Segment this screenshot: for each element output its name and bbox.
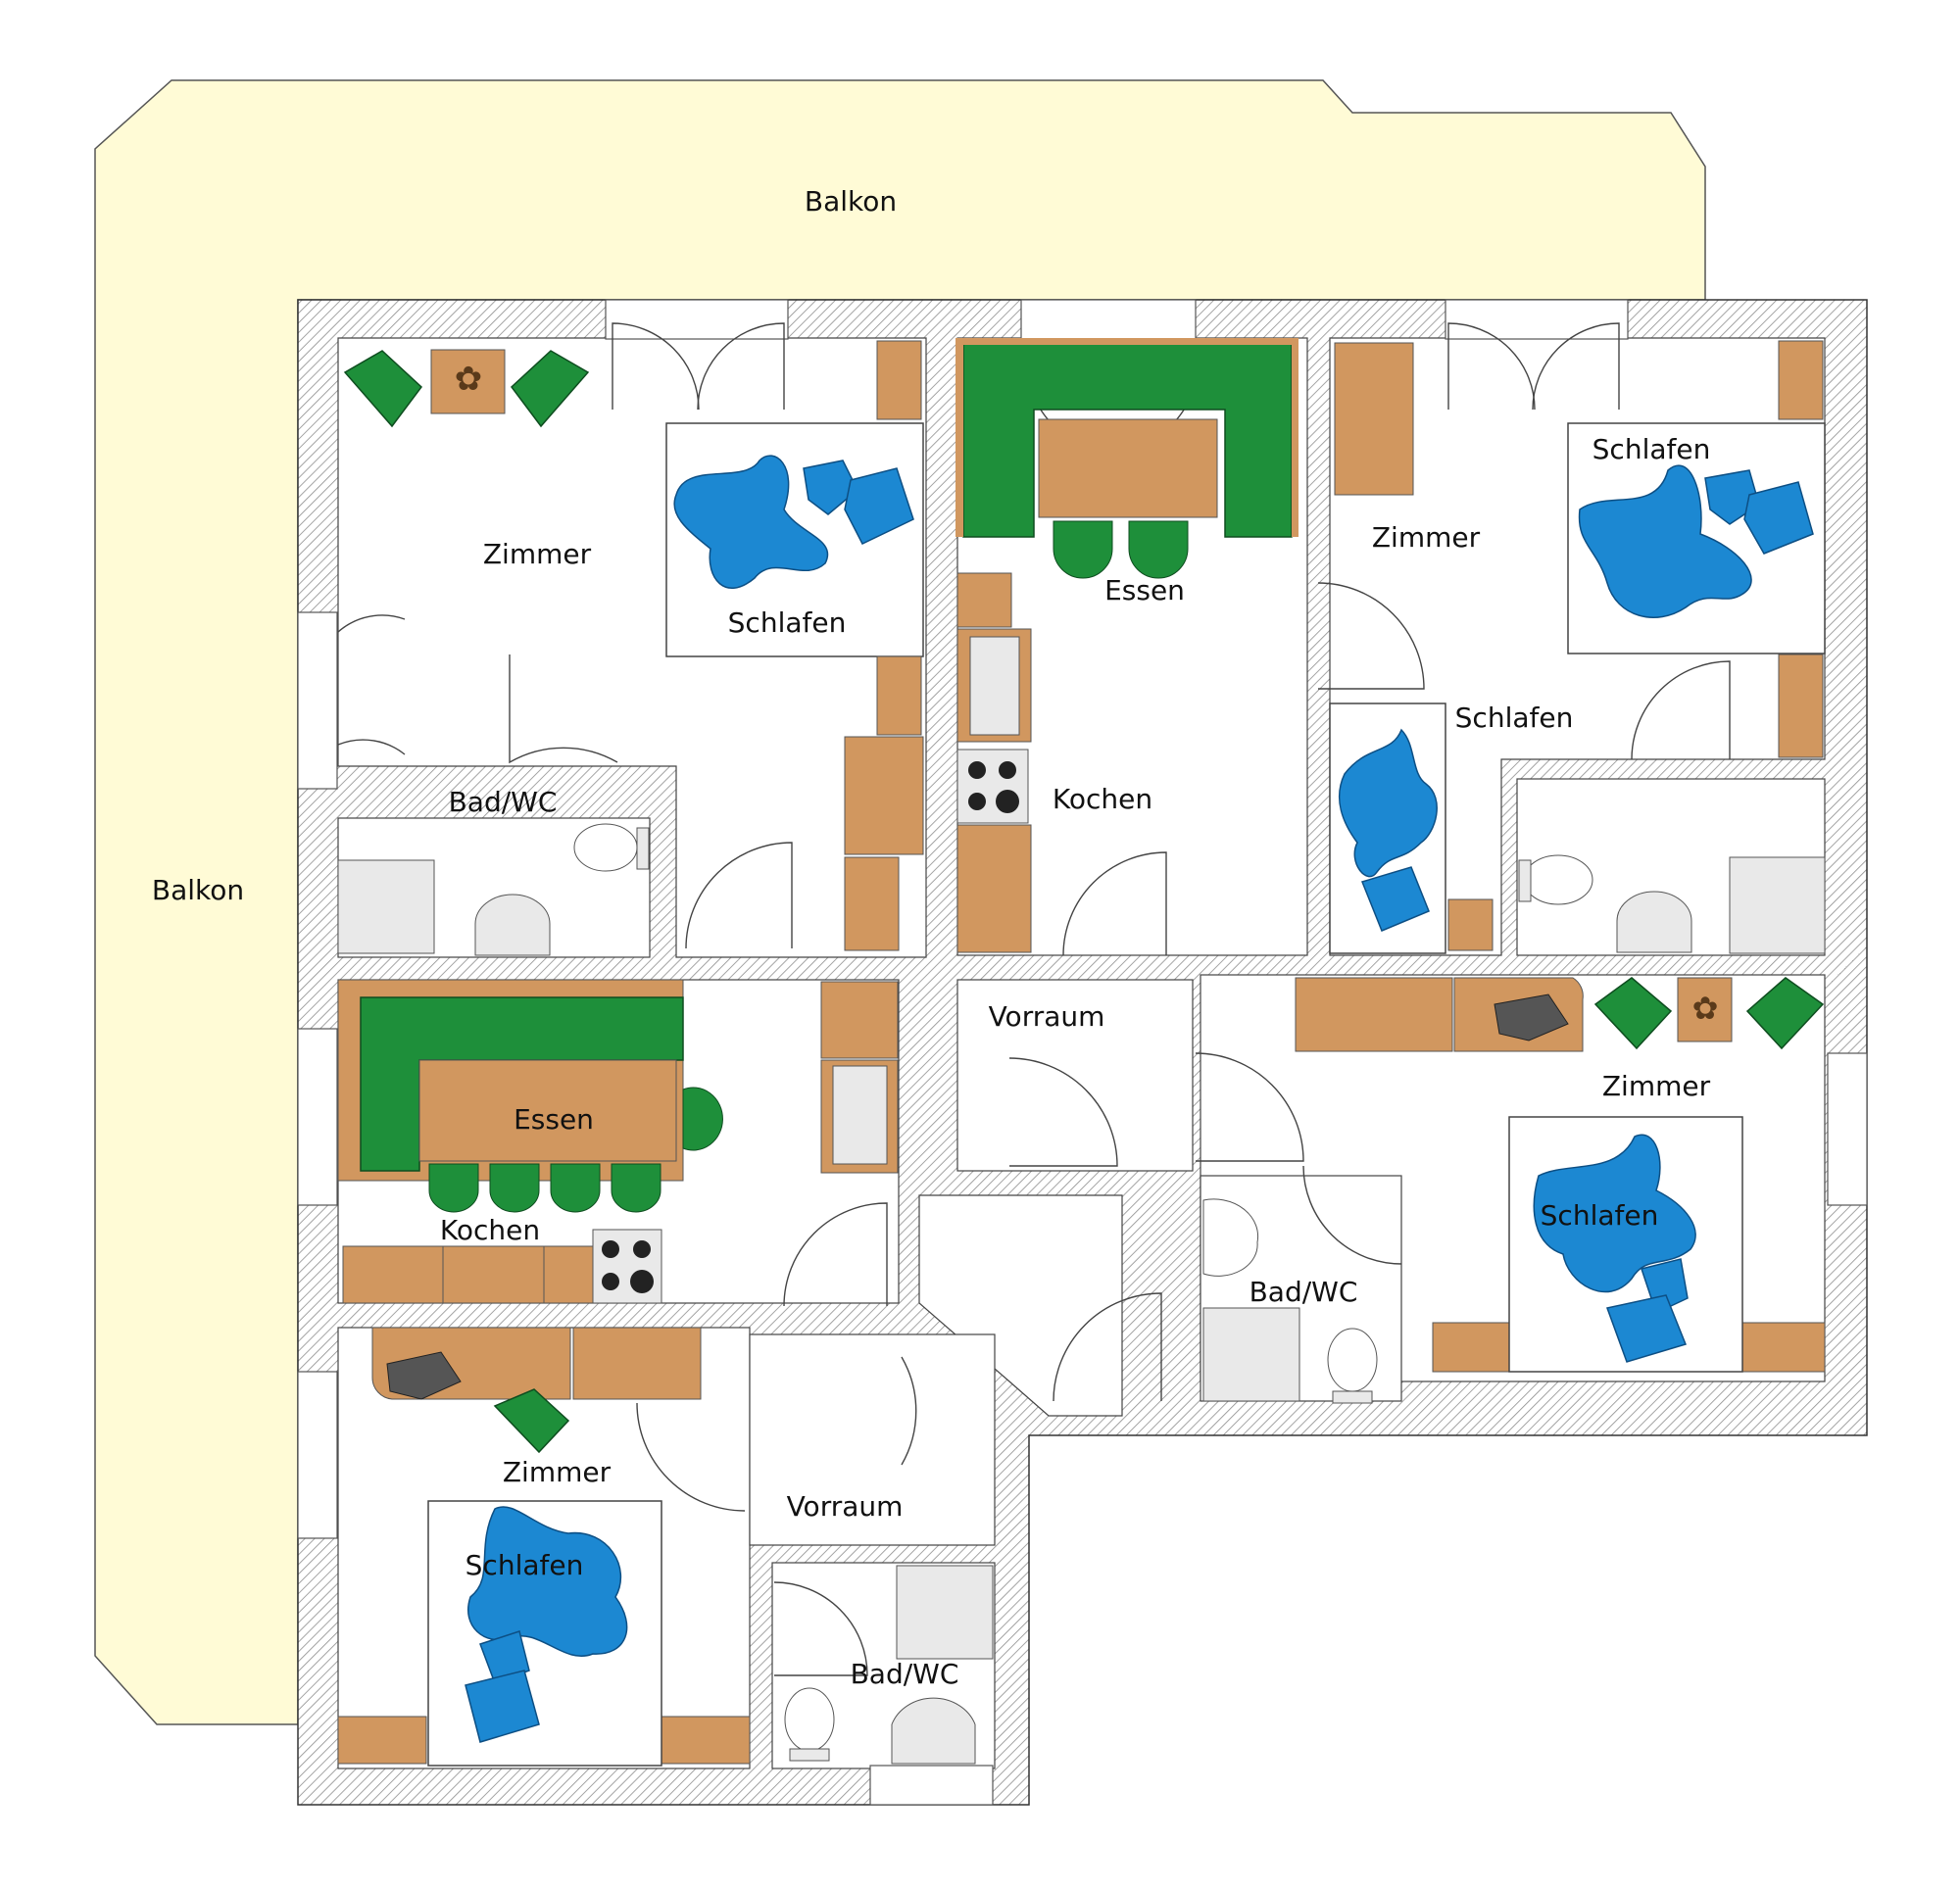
label-w-kochen: Kochen <box>440 1214 540 1246</box>
nw-zimmer-furniture: ✿ <box>343 340 924 951</box>
ne-zimmer-furniture <box>1329 340 1826 954</box>
label-e-zimmer: Zimmer <box>1602 1070 1711 1102</box>
sw-zimmer-furniture <box>337 1327 751 1767</box>
label-nc-kochen: Kochen <box>1053 783 1152 815</box>
label-ne-zimmer: Zimmer <box>1372 521 1481 554</box>
label-w-essen: Essen <box>514 1103 594 1136</box>
nw-bad-fixtures <box>337 823 650 956</box>
svg-text:✿: ✿ <box>455 360 483 399</box>
label-s-bad: Bad/WC <box>851 1658 959 1690</box>
label-s-vorraum: Vorraum <box>787 1490 904 1523</box>
ne-bad-fixtures <box>1518 854 1826 954</box>
label-balkon-left: Balkon <box>152 874 244 906</box>
label-ne-schlafen-top: Schlafen <box>1592 433 1711 465</box>
label-c-bad: Bad/WC <box>1250 1276 1358 1308</box>
label-nw-zimmer: Zimmer <box>483 538 592 570</box>
label-nw-schlafen: Schlafen <box>728 606 847 639</box>
label-c-vorraum: Vorraum <box>989 1000 1105 1033</box>
label-nc-essen: Essen <box>1104 574 1185 606</box>
label-ne-schlafen-mid: Schlafen <box>1455 702 1574 734</box>
e-zimmer-furniture: ✿ <box>1295 977 1826 1373</box>
facade-openings <box>297 299 1868 1806</box>
svg-text:✿: ✿ <box>1692 990 1719 1027</box>
label-sw-schlafen: Schlafen <box>466 1549 584 1581</box>
label-sw-zimmer: Zimmer <box>503 1456 612 1488</box>
label-nw-bad: Bad/WC <box>449 786 558 818</box>
nc-essen-furniture <box>956 338 1298 953</box>
central-bad-fixtures <box>1202 1198 1378 1404</box>
room-labels: Balkon Balkon Zimmer Schlafen Bad/WC Ess… <box>152 185 1711 1690</box>
label-balkon-top: Balkon <box>805 185 897 218</box>
w-essen-furniture <box>337 979 899 1304</box>
s-bad-fixtures <box>784 1565 994 1765</box>
label-e-schlafen: Schlafen <box>1541 1199 1659 1232</box>
